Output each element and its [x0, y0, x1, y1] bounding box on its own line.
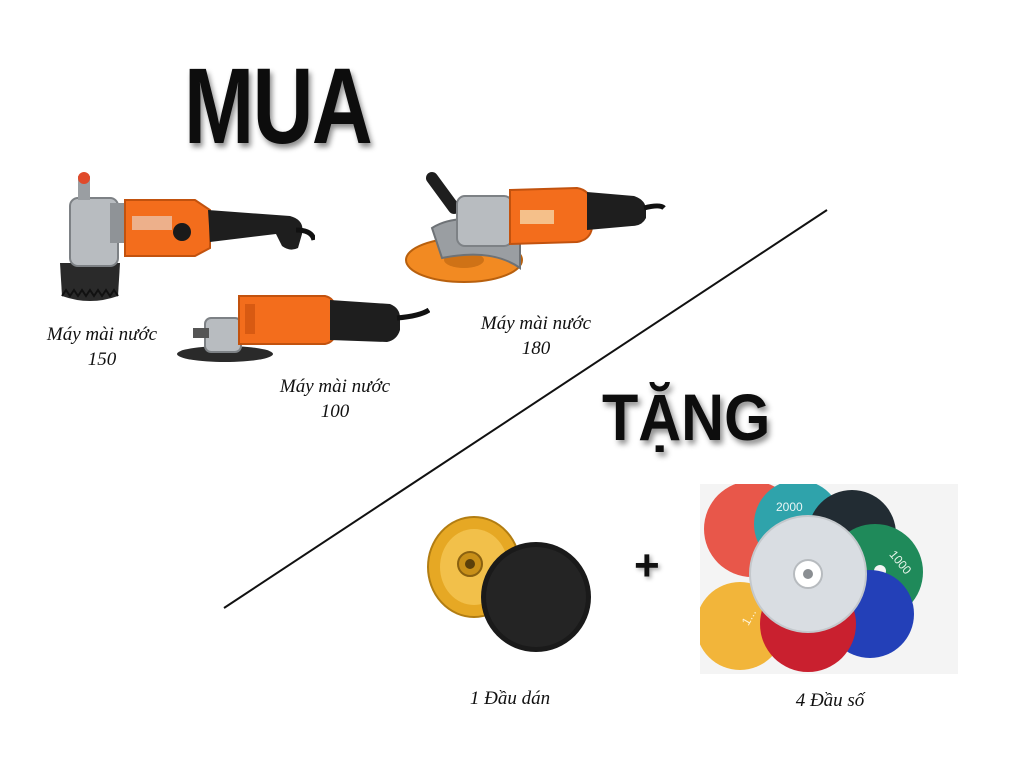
backer-pad-icon — [427, 516, 591, 652]
product-model: 150 — [87, 349, 117, 370]
polishing-pads-icon: 2000 1... 1000 — [696, 480, 923, 672]
product-model: 180 — [521, 338, 551, 359]
pad-label-2000: 2000 — [776, 500, 803, 514]
plus-sign: + — [634, 541, 660, 590]
buy-heading: MUA — [184, 45, 373, 166]
gift-heading: TẶNG — [602, 380, 771, 454]
large-angle-grinder-icon — [405, 172, 666, 283]
polishing-pads-panel: 2000 1... 1000 — [696, 480, 958, 674]
wet-angle-grinder-icon — [60, 172, 315, 301]
product-caption-180: Máy mài nước 180 — [456, 311, 616, 361]
angle-grinder-icon — [177, 295, 430, 362]
product-caption-100: Máy mài nước 100 — [255, 374, 415, 424]
gift-caption-backer-pad: 1 Đầu dán — [469, 688, 551, 709]
product-name: Máy mài nước — [480, 313, 592, 334]
product-name: Máy mài nước — [46, 324, 158, 345]
product-model: 100 — [320, 401, 350, 422]
gift-caption-polishing-pads: 4 Đầu số — [795, 690, 865, 711]
product-name: Máy mài nước — [279, 376, 391, 397]
product-caption-150: Máy mài nước 150 — [22, 322, 182, 372]
